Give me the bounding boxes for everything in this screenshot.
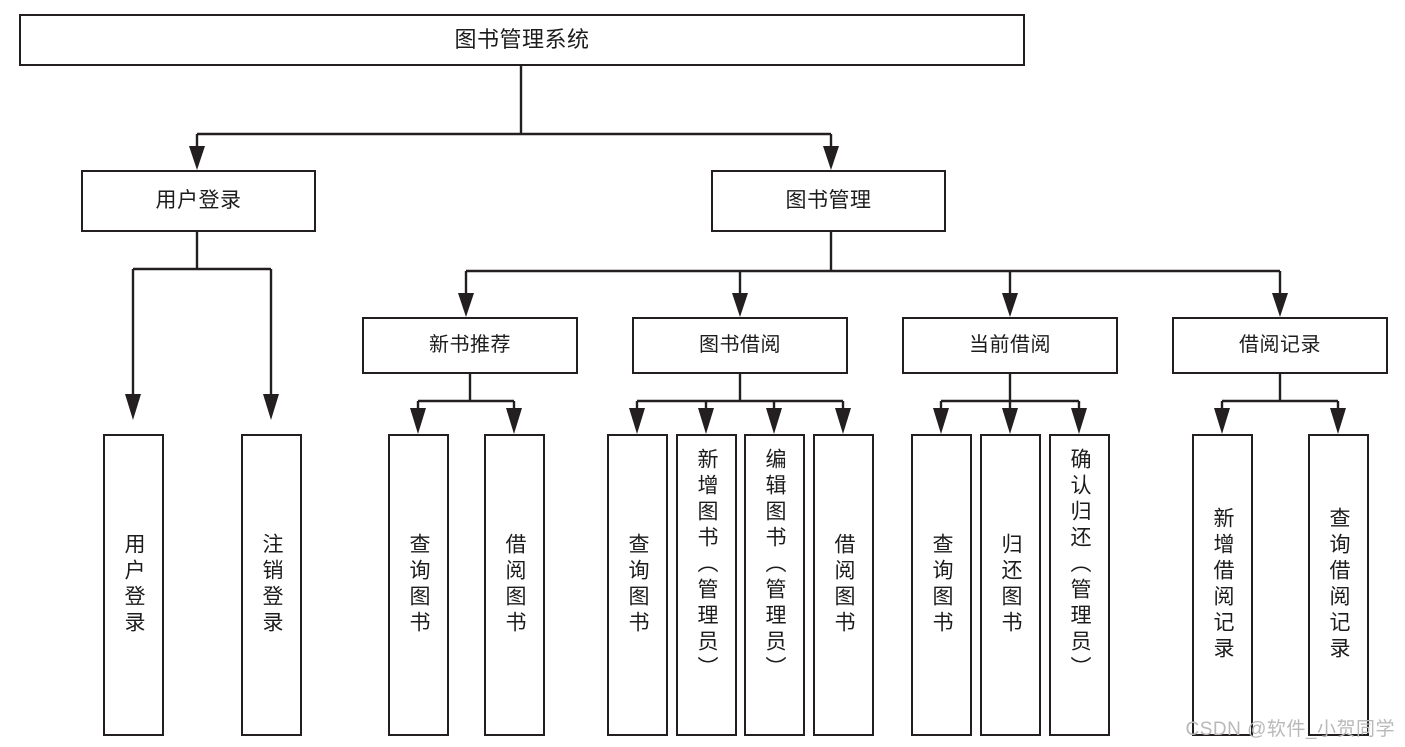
node-label: 归还图书 — [999, 533, 1022, 637]
node-label: 用户登录 — [155, 188, 242, 212]
node-label: 图书管理 — [785, 188, 872, 212]
leaf-new-book-borrow-book[interactable]: 借阅图书 — [484, 434, 545, 736]
node-book-management[interactable]: 图书管理 — [711, 170, 946, 232]
node-label: 借阅记录 — [1239, 334, 1321, 356]
node-label: 用户登录 — [122, 533, 145, 637]
node-label: 查询借阅记录 — [1327, 507, 1350, 663]
leaf-new-book-query-book[interactable]: 查询图书 — [388, 434, 449, 736]
csdn-watermark: CSDN @软件_小贺同学 — [1185, 719, 1395, 740]
node-label: 借阅图书 — [503, 533, 526, 637]
node-book-borrow[interactable]: 图书借阅 — [632, 317, 848, 374]
leaf-borrow-records-query-record[interactable]: 查询借阅记录 — [1308, 434, 1369, 736]
node-label: 图书借阅 — [699, 334, 781, 356]
node-root-book-management-system[interactable]: 图书管理系统 — [19, 14, 1025, 66]
leaf-book-borrow-edit-book-admin[interactable]: 编辑图书（管理员） — [744, 434, 805, 736]
leaf-user-login-login[interactable]: 用户登录 — [103, 434, 164, 736]
leaf-book-borrow-add-book-admin[interactable]: 新增图书（管理员） — [676, 434, 737, 736]
node-label: 借阅图书 — [832, 533, 855, 637]
node-label: 查询图书 — [407, 533, 430, 637]
node-label: 新增借阅记录 — [1211, 507, 1234, 663]
node-label: 新增图书（管理员） — [695, 448, 718, 682]
leaf-user-login-logout[interactable]: 注销登录 — [241, 434, 302, 736]
node-label: 注销登录 — [260, 533, 283, 637]
node-label: 确认归还（管理员） — [1068, 448, 1091, 682]
leaf-book-borrow-query-book[interactable]: 查询图书 — [607, 434, 668, 736]
leaf-borrow-records-add-record[interactable]: 新增借阅记录 — [1192, 434, 1253, 736]
leaf-book-borrow-borrow-book[interactable]: 借阅图书 — [813, 434, 874, 736]
node-label: 编辑图书（管理员） — [763, 448, 786, 682]
node-user-login[interactable]: 用户登录 — [81, 170, 316, 232]
leaf-current-borrow-confirm-return-admin[interactable]: 确认归还（管理员） — [1049, 434, 1110, 736]
node-label: 图书管理系统 — [454, 27, 590, 53]
node-label: 当前借阅 — [969, 334, 1051, 356]
node-current-borrow[interactable]: 当前借阅 — [902, 317, 1118, 374]
node-label: 新书推荐 — [429, 334, 511, 356]
leaf-current-borrow-return-book[interactable]: 归还图书 — [980, 434, 1041, 736]
node-label: 查询图书 — [626, 533, 649, 637]
node-new-book-recommend[interactable]: 新书推荐 — [362, 317, 578, 374]
leaf-current-borrow-query-book[interactable]: 查询图书 — [911, 434, 972, 736]
node-borrow-records[interactable]: 借阅记录 — [1172, 317, 1388, 374]
node-label: 查询图书 — [930, 533, 953, 637]
